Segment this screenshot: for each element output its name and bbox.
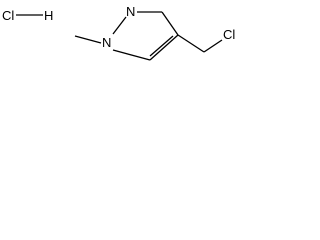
chloromethyl-chlorine-label: Cl	[223, 27, 235, 42]
hcl-chlorine-label: Cl	[2, 8, 14, 23]
bond-c5-n1	[112, 49, 151, 61]
n2-label: N	[126, 4, 135, 19]
chemical-structure: Cl H N N Cl	[2, 4, 235, 61]
n1-label: N	[102, 35, 111, 50]
bond-c4-c5-double	[149, 35, 174, 57]
hcl-hydrogen-label: H	[44, 8, 53, 23]
bond-c3-c4	[161, 11, 179, 36]
bond-c4-c5	[149, 34, 179, 61]
bond-methyl-n1	[74, 35, 102, 44]
bond-ch2-cl	[203, 39, 223, 53]
bond-n1-n2	[112, 16, 127, 35]
bond-c4-ch2	[177, 34, 205, 53]
